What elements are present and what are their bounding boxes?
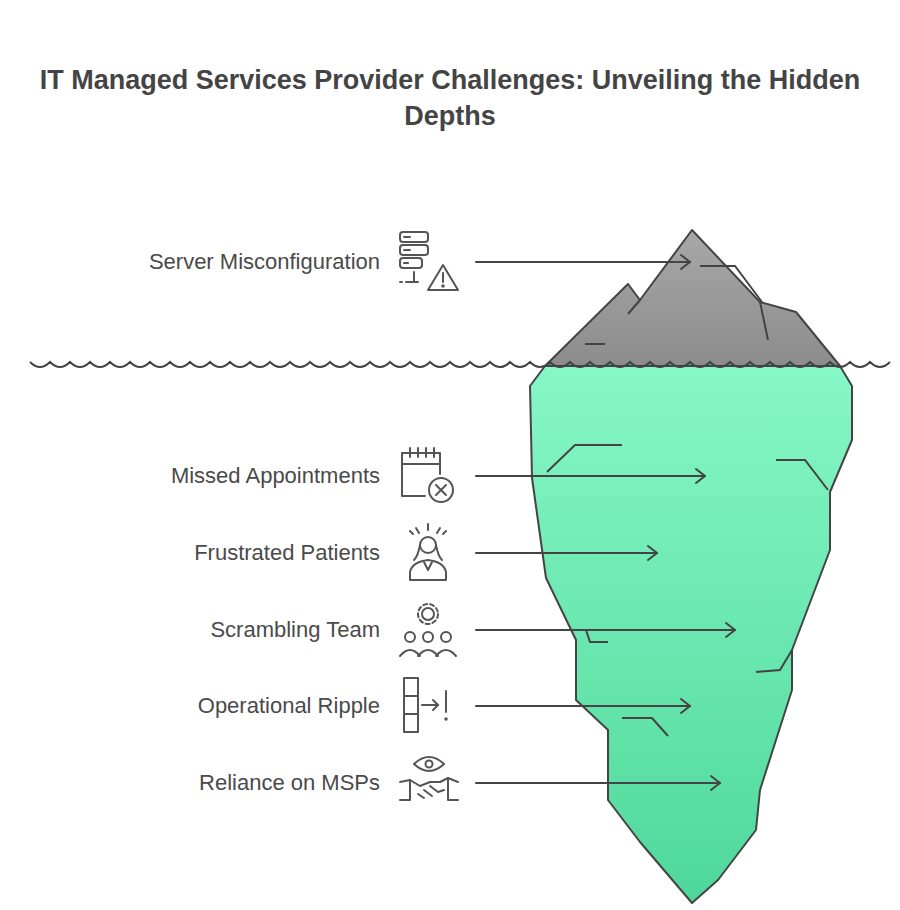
server-warning-icon [400, 232, 458, 290]
eye-handshake-icon [400, 757, 458, 800]
callout-label: Missed Appointments [171, 462, 380, 490]
iceberg-tip [545, 230, 840, 366]
leader-arrowhead [681, 255, 690, 269]
leader-arrows [476, 255, 735, 790]
diagram-title: IT Managed Services Provider Challenges:… [30, 62, 870, 134]
leader-line [476, 552, 657, 554]
leader-line [476, 782, 720, 784]
water-line [30, 362, 890, 367]
callout-label: Reliance on MSPs [199, 769, 380, 797]
leader-arrowhead [648, 546, 657, 560]
leader-line [476, 629, 735, 631]
callout-label: Frustrated Patients [194, 539, 380, 567]
leader-line [476, 261, 690, 263]
callout-label: Operational Ripple [198, 692, 380, 720]
calendar-cancel-icon [402, 448, 453, 502]
leader-line [476, 705, 690, 707]
ripple-blocks-icon [404, 678, 447, 732]
iceberg-tip-facets [585, 266, 768, 344]
callout-label: Scrambling Team [210, 616, 380, 644]
team-gear-icon [400, 604, 456, 656]
callout-label: Server Misconfiguration [149, 248, 380, 276]
iceberg-cracks [547, 445, 828, 736]
iceberg-body [530, 366, 852, 903]
leader-line [476, 475, 705, 477]
frustrated-person-icon [410, 524, 446, 580]
leader-arrowhead [726, 623, 735, 637]
leader-arrowhead [696, 469, 705, 483]
leader-arrowhead [711, 776, 720, 790]
leader-arrowhead [681, 699, 690, 713]
